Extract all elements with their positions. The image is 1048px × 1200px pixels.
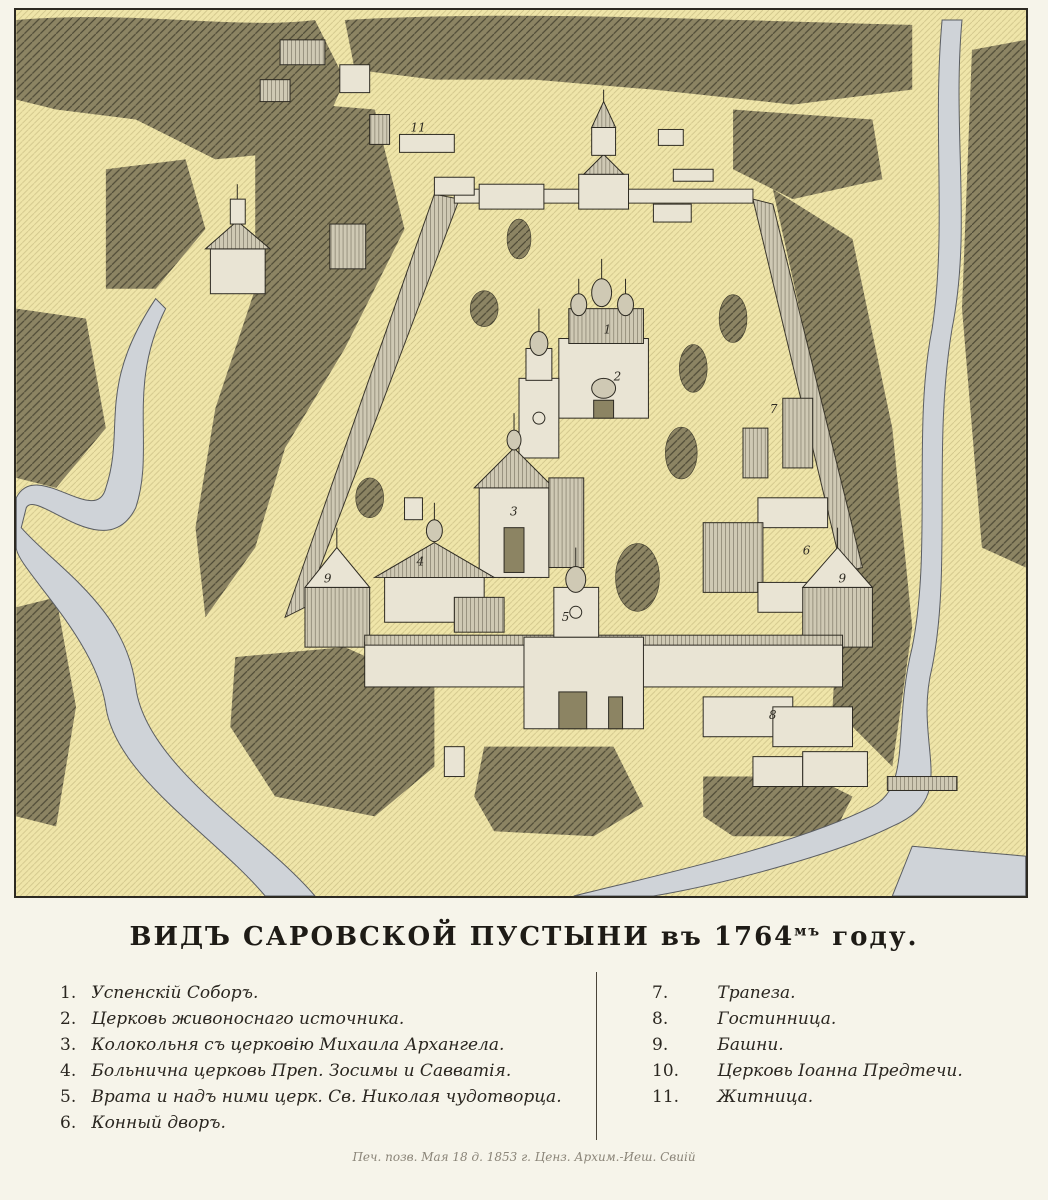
monastery-engraving: 1 2 3 4 5 6 7 8 9 9 11 — [14, 8, 1028, 898]
legend-item: 6. Конный дворъ. — [60, 1110, 580, 1136]
map-label-8: 8 — [769, 708, 777, 722]
left-wooden-church — [204, 184, 272, 295]
legend-number: 11. — [652, 1087, 680, 1107]
forest-bottom — [474, 746, 853, 837]
legend-text: Церковь живоноснаго источника. — [91, 1009, 405, 1029]
bridge — [886, 776, 958, 791]
courtyard-trees — [355, 218, 748, 612]
engraving-title: ВИДЪ САРОВСКОЙ ПУСТЫНИ въ 1764мъ году. — [0, 922, 1048, 952]
south-range-and-gate — [364, 547, 844, 730]
legend-divider — [596, 972, 597, 1140]
map-label-11: 11 — [410, 120, 425, 134]
legend-number: 10. — [652, 1061, 680, 1081]
bell-tower — [518, 308, 560, 459]
legend-item: 8. Гостинница. — [652, 1006, 1032, 1032]
legend-text: Гостинница. — [717, 1009, 837, 1029]
legend-number: 7. — [652, 983, 669, 1003]
legend-text: Колокольня съ церковію Михаила Архангела… — [91, 1035, 505, 1055]
legend-number: 9. — [652, 1035, 669, 1055]
legend-item: 4. Больнична церковь Преп. Зосимы и Савв… — [60, 1058, 580, 1084]
map-label-9-left: 9 — [324, 571, 332, 585]
legend-number: 2. — [60, 1009, 77, 1029]
legend-text: Трапеза. — [717, 983, 796, 1003]
map-label-5: 5 — [562, 610, 570, 624]
legend-item: 11. Житница. — [652, 1084, 1032, 1110]
legend-item: 10. Церковь Іоанна Предтечи. — [652, 1058, 1032, 1084]
legend-number: 5. — [60, 1087, 77, 1107]
legend-text: Успенскій Соборъ. — [91, 983, 259, 1003]
dormition-cathedral — [558, 258, 649, 419]
legend-item: 9. Башни. — [652, 1032, 1032, 1058]
censor-note: Печ. позв. Мая 18 д. 1853 г. Ценз. Архим… — [352, 1150, 696, 1164]
title-superscript: мъ — [794, 923, 822, 940]
engraving-canvas: 1 2 3 4 5 6 7 8 9 9 11 — [16, 10, 1026, 896]
river-right — [573, 19, 963, 896]
corner-tower-left — [303, 527, 371, 648]
legend-number: 6. — [60, 1113, 77, 1133]
legend-text: Больнична церковь Преп. Зосимы и Савваті… — [91, 1061, 512, 1081]
legend-number: 4. — [60, 1061, 77, 1081]
map-label-9-right: 9 — [839, 571, 847, 585]
legend-item: 1. Успенскій Соборъ. — [60, 980, 580, 1006]
legend-right-column: 7. Трапеза. 8. Гостинница. 9. Башни. 10.… — [652, 980, 1032, 1110]
legend-number: 8. — [652, 1009, 669, 1029]
legend-text: Житница. — [717, 1087, 814, 1107]
legend-text: Врата и надъ ними церк. Св. Николая чудо… — [91, 1087, 562, 1107]
title-main: ВИДЪ САРОВСКОЙ ПУСТЫНИ въ 1764 — [129, 922, 795, 952]
legend-text: Конный дворъ. — [91, 1113, 226, 1133]
legend-item: 7. Трапеза. — [652, 980, 1032, 1006]
map-label-7: 7 — [770, 402, 778, 416]
legend-item: 3. Колокольня съ церковію Михаила Арханг… — [60, 1032, 580, 1058]
title-tail: году. — [832, 922, 919, 952]
hospital-church — [372, 502, 505, 633]
legend-item: 2. Церковь живоноснаго источника. — [60, 1006, 580, 1032]
legend-number: 3. — [60, 1035, 77, 1055]
legend-text: Церковь Іоанна Предтечи. — [717, 1061, 963, 1081]
map-label-1: 1 — [604, 323, 612, 337]
map-label-3: 3 — [510, 505, 518, 519]
legend-left-column: 1. Успенскій Соборъ. 2. Церковь живоносн… — [60, 980, 580, 1136]
top-gate-church — [578, 89, 630, 210]
map-label-4: 4 — [415, 554, 424, 568]
map-label-6: 6 — [803, 544, 811, 558]
legend-text: Башни. — [717, 1035, 784, 1055]
map-label-2: 2 — [613, 369, 622, 383]
legend-item: 5. Врата и надъ ними церк. Св. Николая ч… — [60, 1084, 580, 1110]
life-giving-spring-church — [473, 413, 585, 578]
river-left — [16, 297, 316, 896]
forest-right — [733, 39, 1026, 767]
legend-number: 1. — [60, 983, 77, 1003]
